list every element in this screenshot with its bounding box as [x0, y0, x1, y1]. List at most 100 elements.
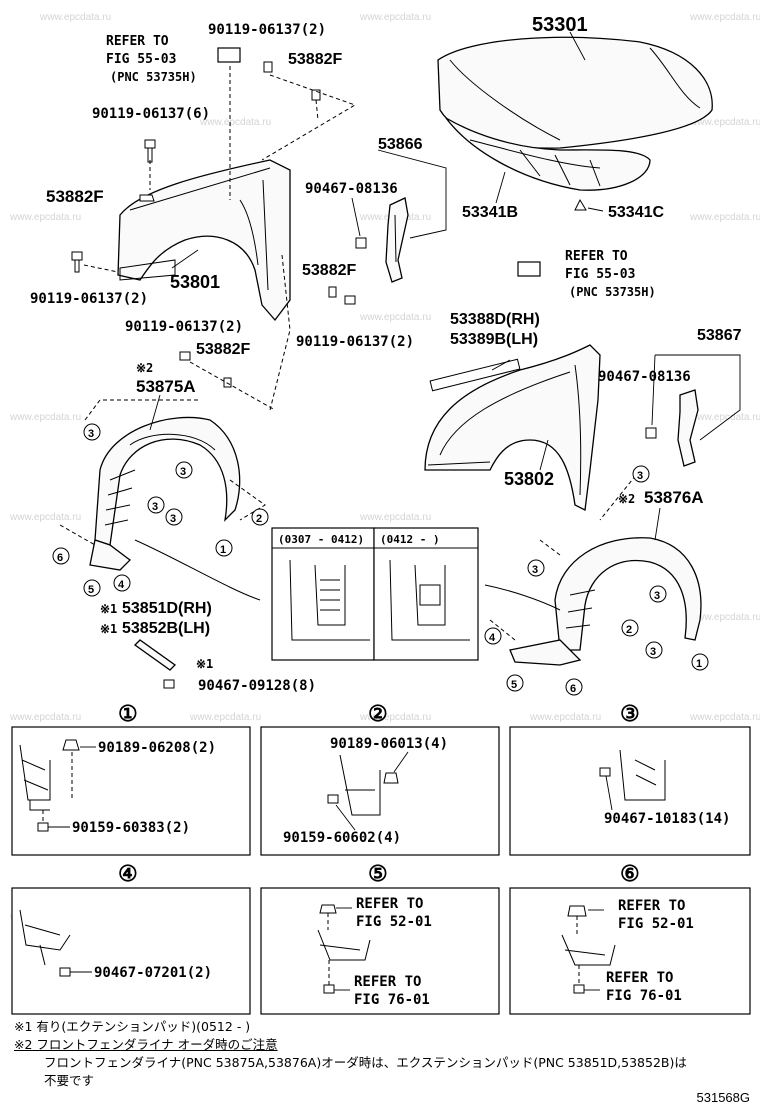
label-53341c: 53341C — [608, 204, 664, 221]
label-90119-06137: 90119-06137(2) — [125, 319, 243, 335]
panel-part: 90467-10183(14) — [604, 811, 730, 827]
front-fender-left — [117, 159, 291, 322]
watermark: www.epcdata.ru — [9, 212, 81, 223]
leader-53876a — [654, 507, 661, 541]
refer-to-label: FIG 55-03 — [106, 52, 176, 67]
watermark: www.epcdata.ru — [199, 117, 271, 128]
refer-to-label: (PNC 53735H) — [569, 285, 656, 299]
bracket-53866 — [328, 197, 409, 305]
callout-3: 3 — [170, 513, 176, 525]
callout-6: 6 — [570, 683, 576, 695]
watermark: www.epcdata.ru — [9, 512, 81, 523]
callout-3: 3 — [152, 501, 158, 513]
refer-to-label: (PNC 53735H) — [110, 70, 197, 84]
watermark: www.epcdata.ru — [689, 612, 760, 623]
label-90119-06137: 90119-06137(2) — [208, 22, 326, 38]
leader-53802 — [539, 439, 549, 471]
refer-to-label: FIG 52-01 — [618, 916, 694, 932]
hood-assembly — [437, 36, 713, 211]
callout-1: 1 — [220, 544, 226, 556]
refer-to-label: REFER TO — [106, 34, 169, 49]
bolt-icon — [163, 679, 175, 689]
guide-line — [59, 399, 266, 546]
watermark: www.epcdata.ru — [189, 712, 261, 723]
bracket-53867 — [645, 389, 699, 467]
callout-4: 4 — [489, 632, 496, 644]
panel-number: ③ — [620, 701, 640, 726]
panel-number: ⑥ — [620, 861, 640, 886]
refer-to-label: REFER TO — [618, 898, 685, 914]
label-90467-09128: 90467-09128(8) — [198, 678, 316, 694]
fender-liner-right — [484, 537, 702, 666]
leader-53866 — [377, 149, 447, 239]
note-mark: ※2 — [618, 492, 635, 506]
watermark: www.epcdata.ru — [689, 117, 760, 128]
callout-3: 3 — [180, 466, 186, 478]
callout-3: 3 — [637, 470, 643, 482]
label-53882f: 53882F — [288, 51, 342, 68]
label-90119-06137: 90119-06137(6) — [92, 106, 210, 122]
callout-5: 5 — [511, 679, 517, 691]
watermark: www.epcdata.ru — [359, 712, 431, 723]
leader-53341c — [587, 207, 604, 212]
guide-line — [489, 469, 641, 641]
label-90119-06137: 90119-06137(2) — [30, 291, 148, 307]
part-labels: 53301 53341B 53341C 53866 90467-08136 53… — [30, 14, 742, 694]
notes-block: ※1 有り(エクテンションパッド)(0512 - ) ※2 フロントフェンダライ… — [14, 1018, 754, 1090]
label-53882f: 53882F — [196, 341, 250, 358]
refer-to-label: FIG 76-01 — [606, 988, 682, 1004]
panel-number: ④ — [118, 861, 138, 886]
callout-1: 1 — [696, 658, 702, 670]
label-53388d: 53388D(RH) — [450, 311, 540, 328]
note-mark: ※2 — [136, 361, 153, 375]
leader-53867 — [655, 354, 741, 441]
refer-to-label: FIG 55-03 — [565, 267, 635, 282]
note-mark: ※1 — [196, 657, 213, 671]
refer-to-label: FIG 52-01 — [356, 914, 432, 930]
refer-to-label: REFER TO — [606, 970, 673, 986]
panel-part: 90189-06208(2) — [98, 740, 216, 756]
note-2: ※2 フロントフェンダライナ オーダ時のご注意 — [14, 1037, 278, 1052]
callout-3: 3 — [532, 564, 538, 576]
watermark: www.epcdata.ru — [689, 412, 760, 423]
note-4: 不要です — [44, 1073, 95, 1088]
fasteners-upper-left — [71, 47, 321, 388]
watermark: www.epcdata.ru — [529, 712, 601, 723]
callout-3: 3 — [88, 428, 94, 440]
figure-code: 531568G — [696, 1090, 751, 1105]
label-53851d: 53851D(RH) — [122, 600, 212, 617]
note-3: フロントフェンダライナ(PNC 53875A,53876A)オーダ時は、エクステ… — [44, 1055, 687, 1070]
guide-line — [83, 264, 119, 273]
label-53341b: 53341B — [462, 204, 518, 221]
leader-90467 — [351, 197, 361, 237]
label-90467-08136: 90467-08136 — [598, 369, 691, 385]
leader-90467-b — [651, 354, 656, 426]
inset-label: (0307 - 0412) — [278, 533, 364, 546]
refer-to-label: FIG 76-01 — [354, 992, 430, 1008]
panel-part: 90159-60602(4) — [283, 830, 401, 846]
guide-line — [315, 99, 319, 121]
watermark: www.epcdata.ru — [9, 712, 81, 723]
panel-number: ② — [368, 701, 388, 726]
label-53876a: 53876A — [644, 488, 704, 507]
label-53301: 53301 — [532, 14, 588, 36]
refer-to-label: REFER TO — [565, 249, 628, 264]
label-53866: 53866 — [378, 136, 423, 153]
callout-4: 4 — [118, 579, 125, 591]
label-53389b: 53389B(LH) — [450, 331, 538, 348]
callout-3: 3 — [650, 646, 656, 658]
label-53852b: 53852B(LH) — [122, 620, 210, 637]
note-mark: ※1 — [100, 622, 117, 636]
leader-53301 — [569, 31, 586, 61]
label-53882f: 53882F — [302, 262, 356, 279]
watermark: www.epcdata.ru — [359, 512, 431, 523]
detail-panels: ① ② ③ ④ ⑤ ⑥ — [11, 701, 751, 1015]
watermark: www.epcdata.ru — [689, 712, 760, 723]
panel-part: 90189-06013(4) — [330, 736, 448, 752]
watermark: www.epcdata.ru — [359, 312, 431, 323]
watermark: www.epcdata.ru — [9, 412, 81, 423]
extension-pad — [133, 639, 177, 671]
fender-liner-left — [89, 416, 261, 601]
watermark: www.epcdata.ru — [359, 12, 431, 23]
